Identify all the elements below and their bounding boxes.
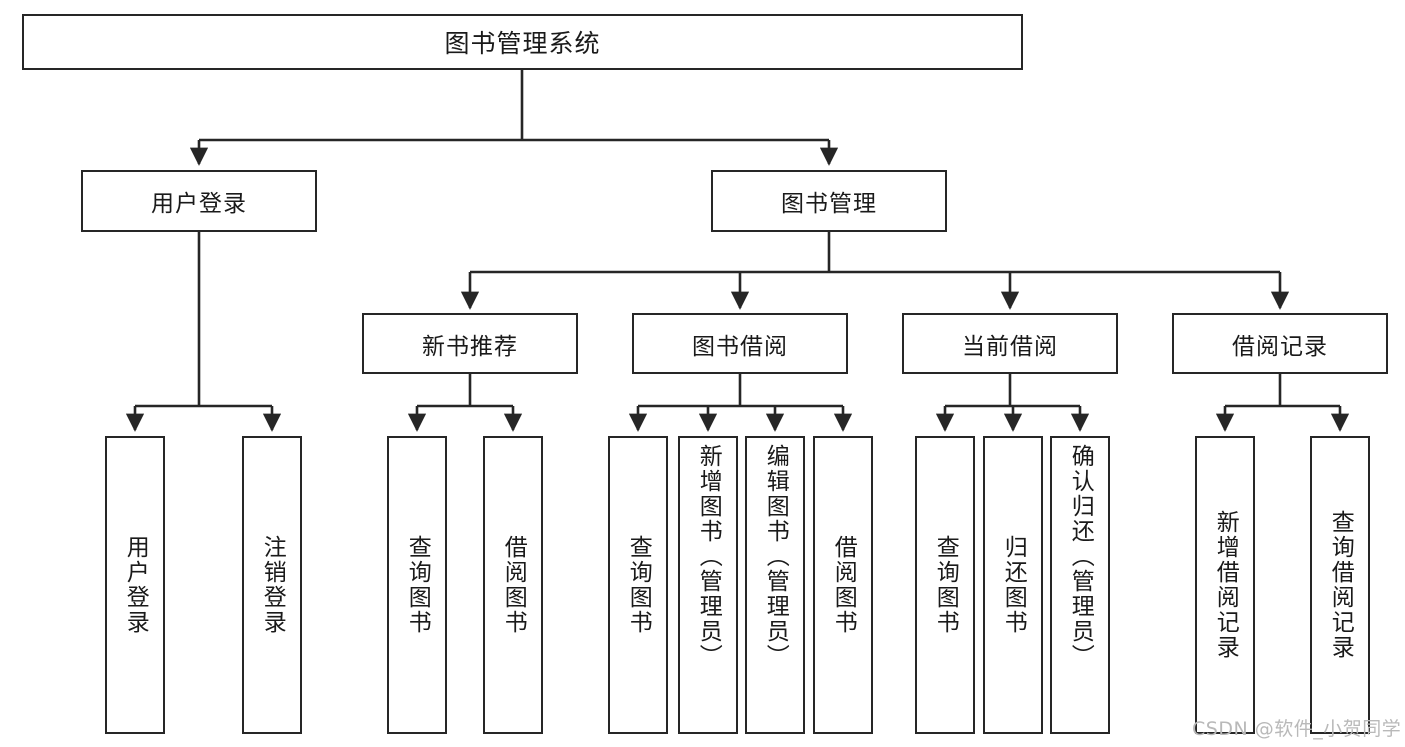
leaf-add-book-admin[interactable]: 新增图书（管理员） bbox=[678, 436, 738, 734]
node-label: 查询借阅记录 bbox=[1327, 510, 1354, 660]
node-label: 图书借阅 bbox=[692, 333, 788, 360]
node-book-manage[interactable]: 图书管理 bbox=[711, 170, 947, 232]
leaf-return-book[interactable]: 归还图书 bbox=[983, 436, 1043, 734]
leaf-query-borrow-record[interactable]: 查询借阅记录 bbox=[1310, 436, 1370, 734]
node-label: 图书管理 bbox=[781, 191, 877, 217]
leaf-edit-book-admin[interactable]: 编辑图书（管理员） bbox=[745, 436, 805, 734]
csdn-watermark: CSDN @软件_小贺同学 bbox=[1192, 718, 1402, 740]
node-label: 确认归还（管理员） bbox=[1067, 444, 1094, 669]
node-label: 用户登录 bbox=[122, 535, 149, 635]
node-label: 图书管理系统 bbox=[444, 29, 601, 58]
node-label: 注销登录 bbox=[259, 535, 286, 635]
leaf-user-login[interactable]: 用户登录 bbox=[105, 436, 165, 734]
node-borrow-record[interactable]: 借阅记录 bbox=[1172, 313, 1388, 374]
leaf-query-book-recommend[interactable]: 查询图书 bbox=[387, 436, 447, 734]
leaf-borrow-book-recommend[interactable]: 借阅图书 bbox=[483, 436, 543, 734]
node-label: 查询图书 bbox=[932, 535, 959, 635]
node-label: 查询图书 bbox=[625, 535, 652, 635]
node-book-management-system[interactable]: 图书管理系统 bbox=[22, 14, 1023, 70]
node-label: 编辑图书（管理员） bbox=[762, 444, 789, 669]
leaf-confirm-return-admin[interactable]: 确认归还（管理员） bbox=[1050, 436, 1110, 734]
leaf-query-book-current[interactable]: 查询图书 bbox=[915, 436, 975, 734]
leaf-logout-login[interactable]: 注销登录 bbox=[242, 436, 302, 734]
leaf-add-borrow-record[interactable]: 新增借阅记录 bbox=[1195, 436, 1255, 734]
node-label: 查询图书 bbox=[404, 535, 431, 635]
node-book-borrow[interactable]: 图书借阅 bbox=[632, 313, 848, 374]
node-label: 归还图书 bbox=[1000, 535, 1027, 635]
node-label: 新书推荐 bbox=[422, 333, 518, 360]
node-label: 用户登录 bbox=[151, 191, 247, 217]
leaf-borrow-book-borrow[interactable]: 借阅图书 bbox=[813, 436, 873, 734]
node-label: 新增图书（管理员） bbox=[695, 444, 722, 669]
node-new-book-recommend[interactable]: 新书推荐 bbox=[362, 313, 578, 374]
node-label: 借阅图书 bbox=[830, 535, 857, 635]
node-label: 借阅图书 bbox=[500, 535, 527, 635]
node-user-login[interactable]: 用户登录 bbox=[81, 170, 317, 232]
node-label: 新增借阅记录 bbox=[1212, 510, 1239, 660]
node-current-borrow[interactable]: 当前借阅 bbox=[902, 313, 1118, 374]
node-label: 借阅记录 bbox=[1232, 333, 1328, 360]
leaf-query-book-borrow[interactable]: 查询图书 bbox=[608, 436, 668, 734]
node-label: 当前借阅 bbox=[962, 333, 1058, 360]
